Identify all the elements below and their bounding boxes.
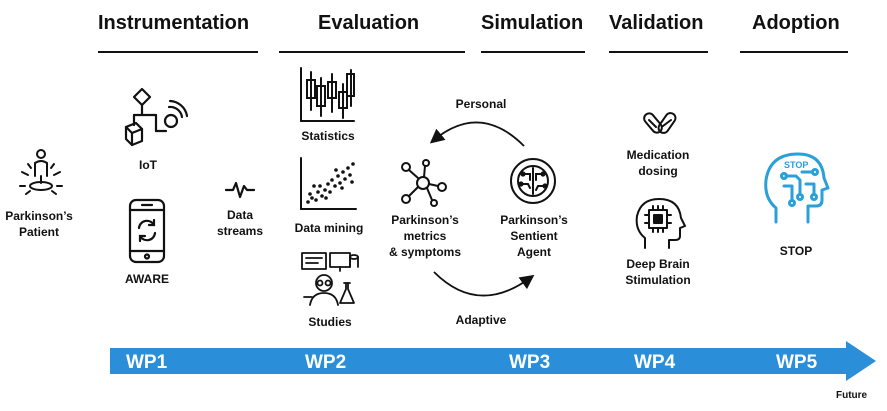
stop-label: STOP bbox=[779, 244, 813, 258]
statistics-boxplot-icon bbox=[300, 67, 355, 122]
metrics-network-icon bbox=[401, 159, 447, 207]
phase-title-validation: Validation bbox=[609, 12, 704, 34]
data-streams-icon bbox=[225, 181, 255, 199]
wp2-label: WP2 bbox=[305, 352, 347, 373]
phase-title-simulation: Simulation bbox=[481, 12, 584, 34]
sentient-agent-label: Parkinson’s Sentient Agent bbox=[500, 213, 568, 259]
adaptive-arrow bbox=[433, 271, 535, 297]
personal-arrow bbox=[429, 121, 525, 147]
iot-label: IoT bbox=[139, 158, 157, 172]
wp3-label: WP3 bbox=[509, 352, 551, 373]
personal-label: Personal bbox=[455, 97, 507, 111]
phase-rule-evaluation bbox=[279, 51, 465, 53]
data-streams-label: Data streams bbox=[216, 208, 264, 238]
medication-capsules-icon bbox=[643, 112, 677, 134]
cycle-arrows bbox=[429, 121, 535, 297]
phase-title-evaluation: Evaluation bbox=[318, 12, 420, 34]
phase-rule-validation bbox=[609, 51, 708, 53]
stop-logo-icon: STOP bbox=[764, 152, 830, 224]
patient-label: Parkinson’s Patient bbox=[5, 209, 73, 239]
dbs-head-chip-icon bbox=[635, 198, 686, 249]
wp1-label: WP1 bbox=[126, 352, 168, 373]
wp5-label: WP5 bbox=[776, 352, 818, 373]
adaptive-label: Adaptive bbox=[455, 313, 507, 327]
medication-label: Medication dosing bbox=[626, 148, 690, 178]
phase-title-instrumentation: Instrumentation bbox=[98, 12, 250, 34]
studies-label: Studies bbox=[308, 315, 352, 329]
phase-rule-adoption bbox=[740, 51, 848, 53]
studies-scientist-icon bbox=[301, 252, 359, 306]
wp4-label: WP4 bbox=[634, 352, 676, 373]
timeline-arrow bbox=[110, 341, 876, 381]
phase-title-adoption: Adoption bbox=[752, 12, 840, 34]
future-label: Future bbox=[836, 390, 868, 401]
metrics-label: Parkinson’s metrics & symptoms bbox=[388, 213, 462, 259]
iot-icon bbox=[124, 87, 188, 147]
sentient-agent-icon bbox=[510, 158, 556, 204]
dbs-label: Deep Brain Stimulation bbox=[625, 257, 691, 287]
statistics-label: Statistics bbox=[301, 129, 355, 143]
aware-label: AWARE bbox=[124, 272, 169, 286]
phase-rule-instrumentation bbox=[98, 51, 258, 53]
stop-logo-text: STOP bbox=[784, 160, 808, 170]
aware-phone-icon bbox=[128, 198, 166, 264]
patient-icon bbox=[19, 149, 63, 195]
data-mining-label: Data mining bbox=[294, 221, 364, 235]
data-mining-scatter-icon bbox=[300, 157, 357, 210]
phase-rule-simulation bbox=[481, 51, 585, 53]
